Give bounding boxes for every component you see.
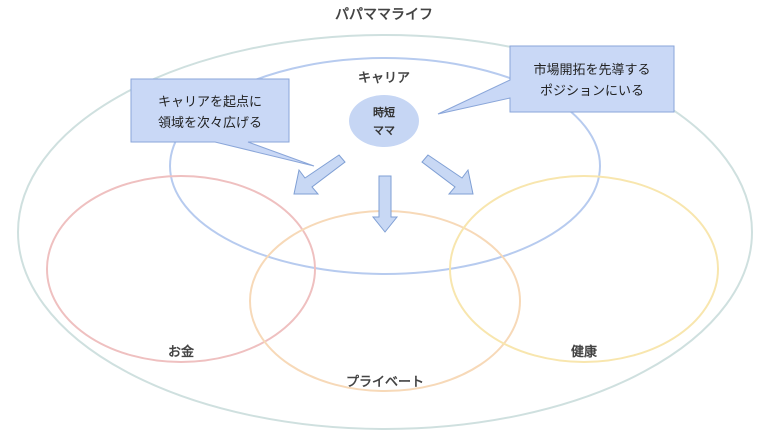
- callout-right-line1: 市場開拓を先導する: [533, 62, 650, 78]
- center-bubble: [349, 95, 419, 147]
- outer-ellipse: [17, 34, 753, 430]
- callout-right-box: [437, 45, 675, 115]
- callout-left-line1: キャリアを起点に: [158, 95, 262, 110]
- private-ellipse: [249, 210, 521, 392]
- circle-label-career: キャリア: [358, 71, 410, 86]
- callout-left-box: [130, 78, 315, 167]
- callout-left-line2: 領域を次々広げる: [158, 115, 262, 131]
- circle-label-money: お金: [168, 344, 195, 360]
- circle-label-health: 健康: [571, 344, 598, 360]
- arrow-down-right: [421, 154, 474, 195]
- health-ellipse: [449, 175, 719, 363]
- arrow-down: [371, 175, 399, 233]
- money-ellipse: [46, 175, 316, 363]
- diagram-title: パパママライフ: [335, 7, 433, 23]
- career-ellipse: [169, 57, 601, 275]
- arrow-down-left: [293, 154, 346, 195]
- circle-label-private: プライベート: [346, 375, 424, 390]
- callout-right-line2: ポジションにいる: [540, 84, 644, 99]
- center-label-line2: ママ: [373, 124, 395, 137]
- center-label-line1: 時短: [373, 105, 395, 119]
